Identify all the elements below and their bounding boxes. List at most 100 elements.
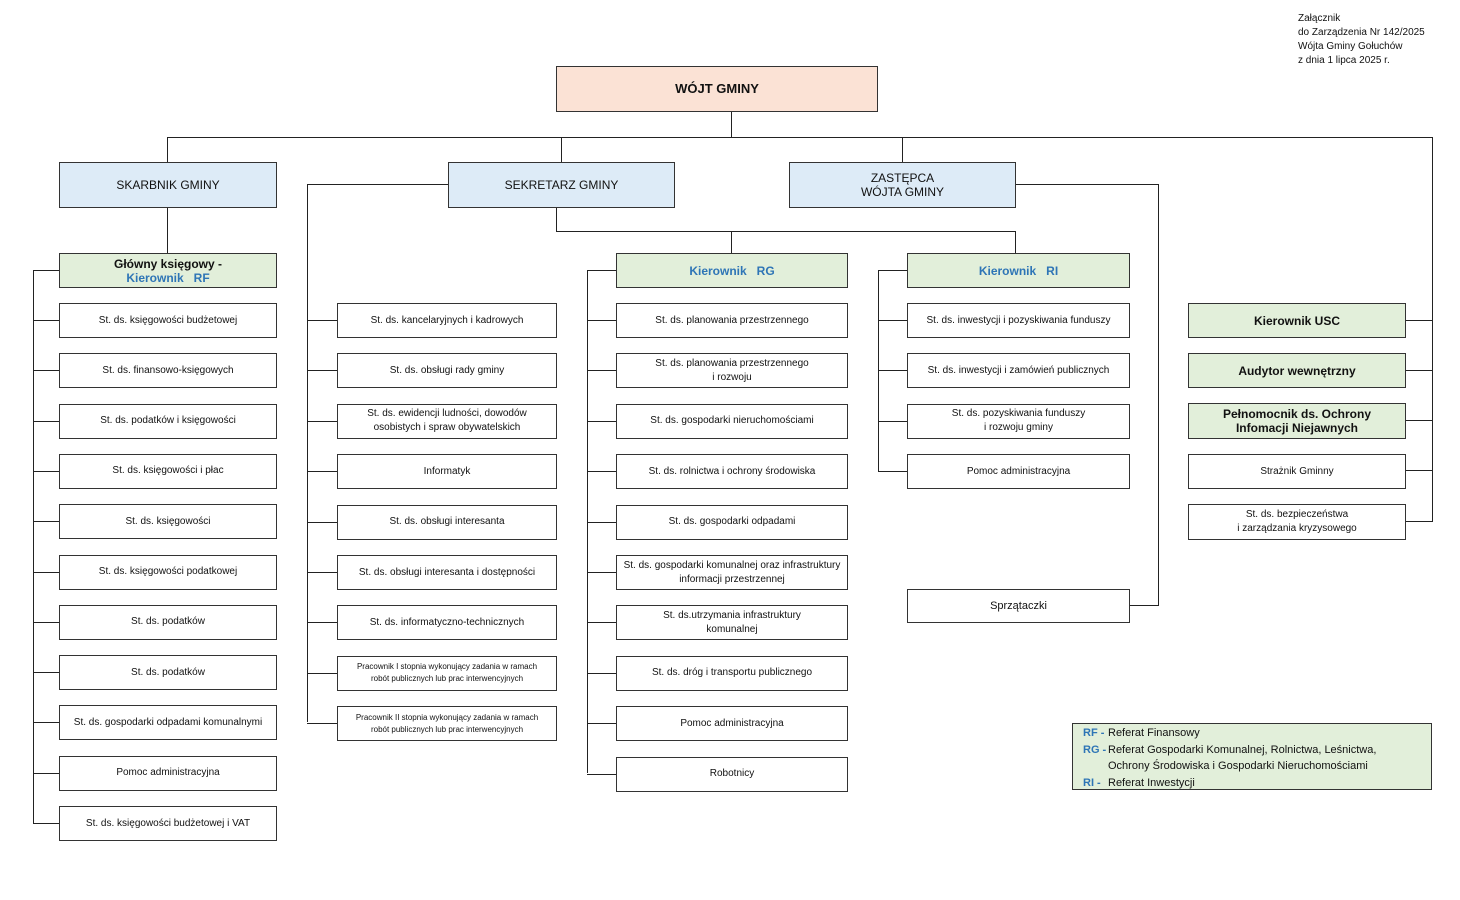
rg-item-label: Robotnicy	[709, 768, 755, 780]
rf-item-label: St. ds. podatków	[131, 616, 205, 628]
connector	[1405, 470, 1433, 471]
legend-row-rg-cont: Ochrony Środowiska i Gospodarki Nierucho…	[1083, 758, 1431, 775]
registry-office-head-box: Kierownik USC	[1188, 303, 1406, 338]
rg-item-label: St. ds. rolnictwa i ochrony środowiska	[648, 465, 816, 477]
secretary-item-label: Pracownik II stopnia wykonujący zadania …	[355, 712, 539, 734]
connector	[902, 137, 903, 163]
ri-item-box: Pomoc administracyjna	[907, 454, 1130, 490]
secretary-box: SEKRETARZ GMINY	[448, 162, 675, 208]
security-officer-box: St. ds. bezpieczeństwa i zarządzania kry…	[1188, 504, 1406, 540]
connector	[731, 231, 732, 254]
rf-item-box: St. ds. podatków	[59, 604, 277, 640]
connector	[587, 723, 617, 725]
plenipotentiary-box: Pełnomocnik ds. Ochrony Infomacji Niejaw…	[1188, 403, 1406, 439]
connector	[167, 137, 1433, 138]
rg-item-box: St. ds. gospodarki odpadami	[616, 504, 848, 540]
connector	[1015, 184, 1159, 185]
mayor-box: WÓJT GMINY	[556, 66, 878, 112]
connector	[587, 471, 617, 473]
annex-line-4: z dnia 1 lipca 2025 r.	[1298, 55, 1390, 66]
rg-item-box: St. ds. gospodarki nieruchomościami	[616, 403, 848, 439]
rf-item-label: St. ds. podatków	[131, 666, 205, 678]
legend-code-ri: RI -	[1083, 776, 1101, 789]
rg-item-label: St. ds. gospodarki nieruchomościami	[650, 415, 814, 427]
ri-head-box: Kierownik RI	[907, 253, 1130, 288]
rf-item-box: St. ds. księgowości budżetowej	[59, 303, 277, 338]
rg-item-box: St. ds. rolnictwa i ochrony środowiska	[616, 454, 848, 490]
secretary-item-box: St. ds. obsługi interesanta i dostępnośc…	[337, 555, 557, 590]
rf-item-label: St. ds. księgowości i płac	[112, 465, 224, 477]
ri-item-label: Pomoc administracyjna	[966, 465, 1071, 477]
rf-item-label: St. ds. księgowości podatkowej	[98, 566, 238, 577]
legend-text-rf: Referat Finansowy	[1108, 727, 1200, 739]
legend-row-rg: RG - Referat Gospodarki Komunalnej, Roln…	[1083, 742, 1431, 759]
connector	[307, 572, 338, 573]
connector	[587, 672, 617, 674]
ri-item-label: St. ds. inwestycji i zamówień publicznyc…	[927, 364, 1110, 376]
connector	[1405, 370, 1433, 371]
rf-item-label: St. ds. finansowo-księgowych	[102, 364, 234, 376]
connector	[307, 471, 338, 473]
connector	[587, 270, 588, 773]
connector	[33, 270, 60, 271]
annex-note: Załącznik do Zarządzenia Nr 142/2025 Wój…	[1298, 12, 1425, 68]
connector	[587, 572, 617, 573]
cleaners-label: Sprzątaczki	[990, 600, 1047, 612]
deputy-mayor-box: ZASTĘPCA WÓJTA GMINY	[789, 162, 1016, 208]
connector	[587, 622, 617, 624]
connector	[33, 420, 60, 422]
connector	[1405, 420, 1433, 421]
connector	[556, 231, 1016, 232]
connector	[307, 521, 338, 523]
connector	[167, 137, 168, 163]
cleaners-box: Sprzątaczki	[907, 589, 1130, 623]
connector	[1129, 605, 1159, 606]
connector	[33, 621, 60, 623]
security-officer-label: St. ds. bezpieczeństwa i zarządzania kry…	[1237, 509, 1357, 534]
rg-item-box: St. ds. planowania przestrzennego i rozw…	[616, 353, 848, 389]
connector	[878, 420, 908, 422]
rg-item-label: St. ds. dróg i transportu publicznego	[651, 667, 813, 679]
connector	[731, 111, 732, 137]
connector	[307, 184, 308, 722]
connector	[587, 773, 617, 775]
rg-item-box: St. ds. gospodarki komunalnej oraz infra…	[616, 555, 848, 590]
connector	[307, 420, 338, 422]
connector	[556, 207, 557, 232]
connector	[1158, 184, 1159, 606]
secretary-item-box: St. ds. obsługi rady gminy	[337, 353, 557, 389]
rf-item-box: St. ds. księgowości i płac	[59, 453, 277, 489]
connector	[878, 370, 908, 372]
legend-text-rg-2: Ochrony Środowiska i Gospodarki Nierucho…	[1108, 760, 1368, 772]
rf-item-label: St. ds. księgowości	[125, 515, 211, 527]
connector	[307, 723, 338, 725]
secretary-item-label: St. ds. obsługi interesanta i dostępnośc…	[358, 566, 536, 578]
legend-code-rg: RG -	[1083, 743, 1107, 756]
connector	[33, 270, 34, 823]
rf-item-label: St. ds. księgowości budżetowej	[98, 314, 238, 326]
rf-item-label: Pomoc administracyjna	[116, 767, 220, 779]
connector	[307, 320, 338, 321]
plenipotentiary-label: Pełnomocnik ds. Ochrony Infomacji Niejaw…	[1222, 407, 1372, 435]
connector	[33, 722, 60, 724]
rf-item-label: St. ds. księgowości budżetowej i VAT	[85, 817, 251, 829]
rg-item-label: St. ds. gospodarki odpadami	[668, 516, 796, 528]
connector	[307, 370, 338, 372]
connector	[33, 370, 60, 372]
connector	[33, 823, 60, 824]
ri-head-label: Kierownik RI	[978, 263, 1059, 278]
secretary-label: SEKRETARZ GMINY	[504, 178, 619, 192]
connector	[33, 320, 60, 321]
rg-item-label: St. ds.utrzymania infrastruktury komunal…	[663, 609, 801, 635]
rg-item-label: Pomoc administracyjna	[680, 717, 784, 729]
connector	[587, 420, 617, 422]
rf-item-box: St. ds. księgowości budżetowej i VAT	[59, 806, 277, 841]
secretary-item-box: St. ds. informatyczno-technicznych	[337, 605, 557, 641]
ri-item-box: St. ds. inwestycji i pozyskiwania fundus…	[907, 303, 1130, 338]
secretary-item-box: St. ds. kancelaryjnych i kadrowych	[337, 303, 557, 338]
rf-item-box: St. ds. podatków	[59, 655, 277, 691]
rg-head-label: Kierownik RG	[689, 263, 775, 278]
legend-code-rf: RF -	[1083, 727, 1105, 739]
rf-item-box: St. ds. księgowości podatkowej	[59, 554, 277, 590]
rg-head-box: Kierownik RG	[616, 253, 848, 288]
